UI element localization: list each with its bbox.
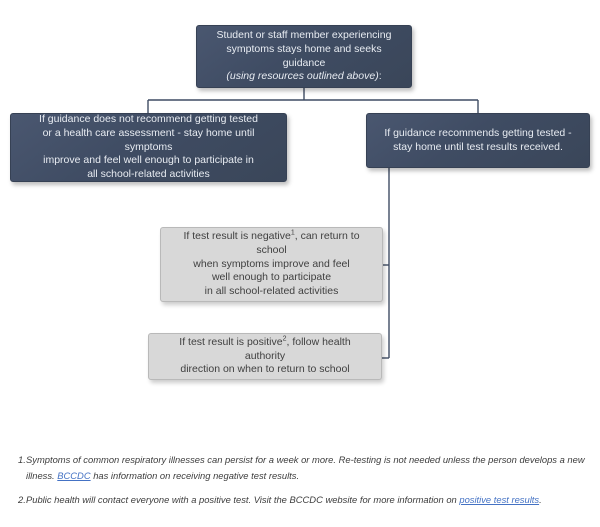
- node-test-result-negative: If test result is negative1, can return …: [160, 227, 383, 302]
- node-positive-line-1-post: , follow health authority: [244, 335, 351, 362]
- node-start-line-2: symptoms stays home and seeks guidance: [226, 42, 382, 69]
- footnote-2-text-before: Public health will contact everyone with…: [26, 494, 460, 506]
- node-test-result-positive: If test result is positive2, follow heal…: [148, 333, 382, 380]
- footnote-2-text-after: .: [539, 494, 542, 506]
- node-get-test-line-1: If guidance recommends getting tested -: [384, 126, 572, 139]
- node-negative-line-1-pre: If test result is negative: [183, 229, 291, 242]
- footnote-1-text-before: Symptoms of common respiratory illnesses…: [26, 454, 585, 481]
- flowchart-diagram: Student or staff member experiencing sym…: [10, 25, 590, 380]
- footnote-1-text-after: has information on receiving negative te…: [90, 469, 300, 481]
- footnote-2: 2. Public health will contact everyone w…: [0, 492, 600, 508]
- node-positive-line-2: direction on when to return to school: [180, 363, 350, 376]
- node-guidance-no-test: If guidance does not recommend getting t…: [10, 113, 287, 182]
- footnote-2-text: Public health will contact everyone with…: [26, 492, 588, 508]
- node-start-text: Student or staff member experiencing sym…: [197, 25, 411, 88]
- node-positive-line-1-pre: If test result is positive: [179, 335, 283, 348]
- node-start-seek-guidance: Student or staff member experiencing sym…: [196, 25, 412, 88]
- node-negative-line-3: well enough to participate: [211, 271, 332, 284]
- footnotes-list: 1. Symptoms of common respiratory illnes…: [0, 452, 600, 517]
- node-start-line-3-tail: :: [378, 70, 382, 83]
- node-get-test-text: If guidance recommends getting tested - …: [367, 123, 589, 159]
- node-negative-line-2: when symptoms improve and feel: [193, 257, 350, 270]
- node-negative-footnote-marker: 1: [290, 229, 295, 237]
- footnote-1-number: 1.: [18, 454, 26, 465]
- node-start-line-1: Student or staff member experiencing: [216, 28, 392, 41]
- node-no-test-text: If guidance does not recommend getting t…: [11, 109, 286, 186]
- node-positive-footnote-marker: 2: [282, 335, 287, 343]
- node-no-test-line-3: improve and feel well enough to particip…: [43, 154, 254, 167]
- node-no-test-line-2: or a health care assessment - stay home …: [42, 126, 255, 153]
- footnote-1: 1. Symptoms of common respiratory illnes…: [0, 452, 600, 483]
- node-negative-line-1-post: , can return to school: [256, 229, 360, 256]
- node-no-test-line-4: all school-related activities: [87, 168, 210, 181]
- footnote-2-link[interactable]: positive test results: [459, 494, 540, 506]
- node-start-line-3-italic: (using resources outlined above): [226, 70, 379, 83]
- node-guidance-get-tested: If guidance recommends getting tested - …: [366, 113, 590, 168]
- node-no-test-line-1: If guidance does not recommend getting t…: [39, 112, 258, 125]
- node-positive-text: If test result is positive2, follow heal…: [149, 332, 381, 382]
- footnote-1-link[interactable]: BCCDC: [57, 469, 91, 481]
- node-negative-line-4: in all school-related activities: [204, 285, 339, 298]
- footnote-1-text: Symptoms of common respiratory illnesses…: [26, 452, 588, 483]
- node-negative-text: If test result is negative1, can return …: [161, 226, 382, 303]
- footnote-2-number: 2.: [18, 494, 26, 506]
- node-get-test-line-2: stay home until test results received.: [393, 140, 563, 153]
